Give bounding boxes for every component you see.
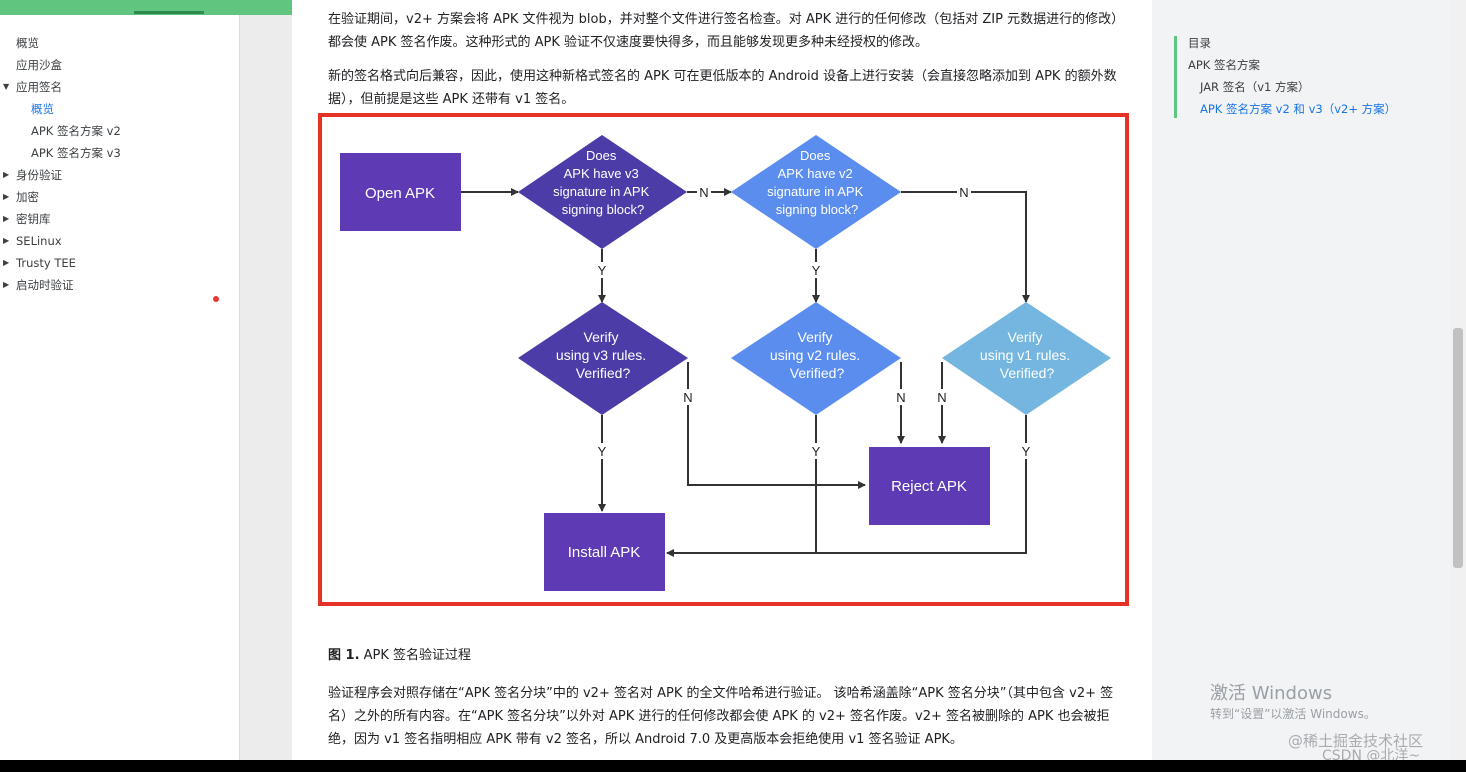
arrow-verify1-to-install xyxy=(666,415,1027,557)
figure-caption: 图 1. APK 签名验证过程 xyxy=(328,645,471,667)
caret-right-icon[interactable]: ▶ xyxy=(3,192,10,201)
nav-item-label: SELinux xyxy=(16,234,62,248)
node-label: using v1 rules. xyxy=(980,347,1070,363)
toc-item-scheme-v2-v3[interactable]: APK 签名方案 v2 和 v3（v2+ 方案） xyxy=(1200,102,1397,116)
node-verify-v2: Verify using v2 rules. Verified? xyxy=(731,302,901,415)
toc-title: 目录 xyxy=(1188,36,1211,50)
nav-item-label: 加密 xyxy=(16,190,39,204)
node-install-apk: Install APK xyxy=(544,513,665,591)
cursor-dot xyxy=(213,296,219,302)
node-label: Verify xyxy=(798,329,833,345)
node-label: signing block? xyxy=(562,202,644,217)
node-label: using v3 rules. xyxy=(556,347,646,363)
label-yes: Y xyxy=(812,263,821,278)
label-no: N xyxy=(937,390,946,405)
nav-item-label: 身份验证 xyxy=(16,168,62,182)
windows-activation-subtitle: 转到“设置”以激活 Windows。 xyxy=(1210,707,1376,721)
caret-down-icon[interactable]: ▼ xyxy=(3,82,10,91)
article-paragraph: 验证程序会对照存储在“APK 签名分块”中的 v2+ 签名对 APK 的全文件哈… xyxy=(328,686,1114,747)
label-yes: Y xyxy=(598,444,607,459)
windows-activation-title: 激活 Windows xyxy=(1210,683,1333,704)
node-verify-v1: Verify using v1 rules. Verified? xyxy=(942,302,1111,415)
caret-right-icon[interactable]: ▶ xyxy=(3,170,10,179)
node-label: Reject APK xyxy=(891,478,967,495)
juejin-watermark: @稀土掘金技术社区 xyxy=(1288,732,1424,750)
node-label: Does xyxy=(586,148,617,163)
nav-item-label: 应用沙盒 xyxy=(16,58,62,72)
node-label: APK have v2 xyxy=(778,166,853,181)
label-yes: Y xyxy=(598,263,607,278)
node-decision-v3-block: Does APK have v3 signature in APK signin… xyxy=(518,135,687,249)
svg-text:Verify using v3 rules.: Verify using v3 rules. Verified? xyxy=(556,329,650,381)
node-label: Verified? xyxy=(1000,365,1055,381)
article-paragraph: 新的签名格式向后兼容，因此，使用这种新格式签名的 APK 可在更低版本的 And… xyxy=(328,69,1117,107)
node-label: signature in APK xyxy=(767,184,863,199)
left-nav-sidebar: 概览 应用沙盒 ▼ 应用签名 概览 APK 签名方案 v2 APK 签名方案 v… xyxy=(0,15,240,760)
svg-text:Verify using v1 rules.: Verify using v1 rules. Verified? xyxy=(980,329,1074,381)
nav-item-label: 概览 xyxy=(31,102,54,116)
toc-sidebar: 目录 APK 签名方案 JAR 签名（v1 方案） APK 签名方案 v2 和 … xyxy=(1152,0,1450,760)
svg-text:Verify using v2 rules.: Verify using v2 rules. Verified? xyxy=(770,329,864,381)
caret-right-icon[interactable]: ▶ xyxy=(3,214,10,223)
node-label: Verified? xyxy=(576,365,631,381)
node-label: using v2 rules. xyxy=(770,347,860,363)
node-label: Verify xyxy=(584,329,619,345)
nav-item-label: Trusty TEE xyxy=(16,256,76,270)
label-no: N xyxy=(959,185,968,200)
node-label: Does xyxy=(800,148,831,163)
label-no: N xyxy=(699,185,708,200)
caret-right-icon[interactable]: ▶ xyxy=(3,280,10,289)
svg-text:Does APK have v3: Does APK have v3 signature in APK signin… xyxy=(553,148,653,217)
flowchart-figure: N N Y Y N N N Y Y Y Open APK xyxy=(318,113,1129,606)
node-verify-v3: Verify using v3 rules. Verified? xyxy=(518,302,688,415)
node-decision-v2-block: Does APK have v2 signature in APK signin… xyxy=(731,135,901,249)
node-label: Verified? xyxy=(790,365,845,381)
node-label: APK have v3 xyxy=(564,166,639,181)
figure-title: APK 签名验证过程 xyxy=(359,648,472,663)
label-no: N xyxy=(896,390,905,405)
node-reject-apk: Reject APK xyxy=(869,447,990,525)
caret-right-icon[interactable]: ▶ xyxy=(3,236,10,245)
apk-verification-flowchart: N N Y Y N N N Y Y Y Open APK xyxy=(340,135,1111,591)
edge-labels: N N Y Y N N N Y Y Y xyxy=(595,184,1033,459)
node-label: Verify xyxy=(1008,329,1043,345)
node-open-apk: Open APK xyxy=(340,153,461,231)
toc-item-apk-signing-scheme[interactable]: APK 签名方案 xyxy=(1188,58,1260,72)
scrollbar-thumb[interactable] xyxy=(1453,328,1463,568)
nav-item-label: APK 签名方案 v2 xyxy=(31,124,121,138)
label-yes: Y xyxy=(1022,444,1031,459)
nav-item-label: 启动时验证 xyxy=(16,278,74,292)
vertical-scrollbar[interactable] xyxy=(1450,0,1466,760)
nav-item-label: 概览 xyxy=(16,36,39,50)
active-tab-indicator xyxy=(134,11,204,14)
node-label: Install APK xyxy=(568,544,641,561)
toc-item-jar-signing[interactable]: JAR 签名（v1 方案） xyxy=(1200,80,1310,94)
node-label: Open APK xyxy=(365,185,435,202)
nav-item-label: 密钥库 xyxy=(16,212,51,226)
svg-text:Does APK have v2: Does APK have v2 signature in APK signin… xyxy=(767,148,867,217)
bottom-bar xyxy=(0,760,1466,772)
toc-indicator-bar xyxy=(1174,36,1177,118)
nav-item-label: 应用签名 xyxy=(16,80,62,94)
label-yes: Y xyxy=(812,444,821,459)
nav-item-label: APK 签名方案 v3 xyxy=(31,146,121,160)
node-label: signature in APK xyxy=(553,184,649,199)
label-no: N xyxy=(683,390,692,405)
caret-right-icon[interactable]: ▶ xyxy=(3,258,10,267)
figure-number: 图 1. xyxy=(328,648,360,663)
node-label: signing block? xyxy=(776,202,858,217)
arrow-q2-to-v1 xyxy=(901,191,1030,303)
article-paragraph: 在验证期间，v2+ 方案会将 APK 文件视为 blob，并对整个文件进行签名检… xyxy=(328,12,1118,50)
